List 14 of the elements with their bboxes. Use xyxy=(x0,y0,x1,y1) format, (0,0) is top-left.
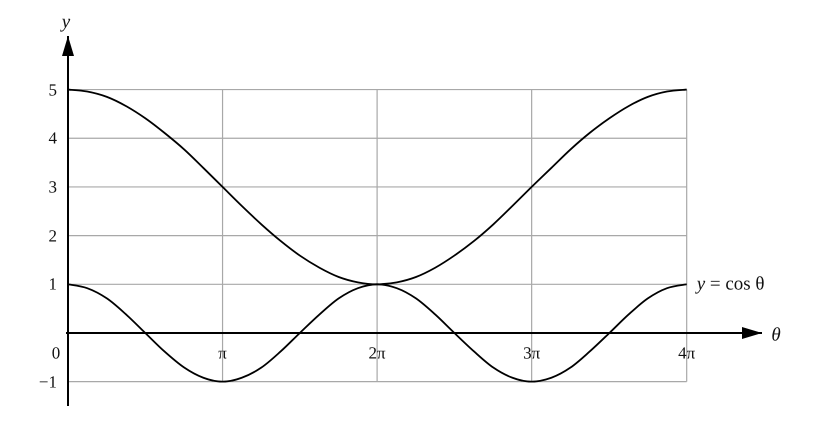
tick-label: 3π xyxy=(523,344,540,362)
tick-label: 4 xyxy=(48,130,57,147)
axis-label: y xyxy=(62,12,70,32)
series-label: y = cos θ xyxy=(696,274,765,294)
tick-label: 1 xyxy=(48,276,57,293)
tick-label: 2 xyxy=(48,227,57,244)
tick-label: 2π xyxy=(368,344,386,362)
tick-label: 0 xyxy=(52,344,60,362)
tick-label: 3 xyxy=(48,178,57,196)
tick-label: 4π xyxy=(678,344,696,362)
tick-label: π xyxy=(218,344,227,362)
tick-label: −1 xyxy=(38,373,57,390)
axis-label: θ xyxy=(771,325,781,344)
tick-label: 5 xyxy=(48,81,57,98)
